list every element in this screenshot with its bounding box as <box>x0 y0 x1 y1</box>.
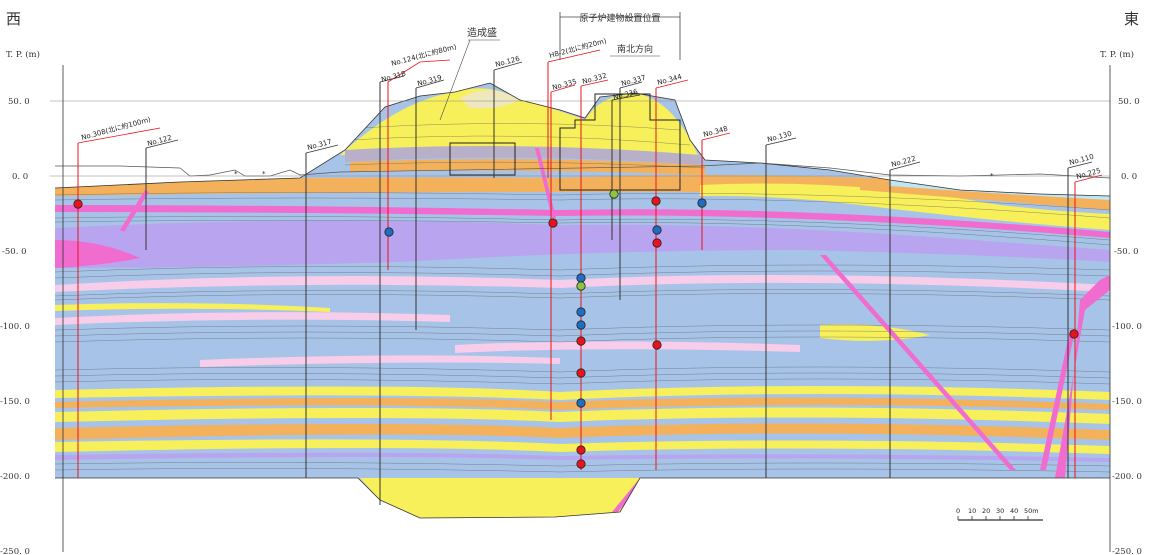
scale-tick-50: 50m <box>1024 507 1039 515</box>
right-tick-50: 50. 0 <box>1118 97 1140 107</box>
bottom-outline <box>55 477 1110 519</box>
borehole-label: No.319 <box>416 74 442 88</box>
elevation-gridlines <box>50 100 1110 177</box>
right-tick-neg50: -50. 0 <box>1114 247 1139 257</box>
ns-direction-label: 南北方向 <box>617 43 653 55</box>
hill-beige-cap <box>460 90 520 109</box>
thin-strata-lines <box>55 123 1110 473</box>
scale-tick-40: 40 <box>1010 507 1018 515</box>
borehole-label: No.122 <box>146 134 172 148</box>
red-marker[interactable] <box>576 368 586 378</box>
green-marker[interactable] <box>609 189 619 199</box>
scale-tick-10: 10 <box>968 507 976 515</box>
fill-label: 造成盛 <box>467 26 497 39</box>
yellow-lens-east <box>820 324 930 341</box>
red-marker[interactable] <box>548 218 558 228</box>
red-marker[interactable] <box>576 445 586 455</box>
left-tick-0: 0. 0 <box>12 172 28 182</box>
pink-band-upper <box>55 205 1110 238</box>
svg-text:*: * <box>262 170 266 178</box>
bottom-yellow <box>360 478 640 518</box>
borehole-label: No.318 <box>380 70 406 84</box>
right-tick-neg250: -250. 0 <box>1112 547 1142 555</box>
scale-tick-0: 0 <box>956 507 960 515</box>
section-outline <box>54 82 1111 197</box>
right-tick-labels: 50. 0 0. 0 -50. 0 -100. 0 -150. 0 -200. … <box>1112 97 1142 555</box>
blue-marker[interactable] <box>576 273 586 283</box>
fault-west-diag <box>120 190 149 232</box>
red-marker[interactable] <box>651 196 661 206</box>
red-marker[interactable] <box>652 340 662 350</box>
right-tick-0: 0. 0 <box>1121 172 1137 182</box>
blue-marker[interactable] <box>576 398 586 408</box>
hill-gray-layer <box>345 146 700 165</box>
fault-dike-east-2 <box>1040 330 1075 470</box>
yellow-lens-mid <box>55 303 330 312</box>
left-tick-neg50: -50. 0 <box>2 247 27 257</box>
borehole-label: No.126 <box>494 55 521 69</box>
surface-marks: * * * <box>234 170 994 180</box>
reactor-building-outline <box>449 93 681 191</box>
reactor-position-bracket <box>559 12 681 60</box>
left-axis-unit: T. P. (m) <box>6 49 40 60</box>
ground-surface-line <box>55 162 1111 179</box>
west-label: 西 <box>6 10 21 28</box>
sample-markers <box>73 189 1079 469</box>
borehole-label: No.332 <box>581 72 607 86</box>
lower-orange-2 <box>55 423 1110 440</box>
hill-yellow-fill <box>340 88 700 160</box>
right-tick-neg150: -150. 0 <box>1112 397 1142 407</box>
light-pink-lens-2 <box>55 312 450 325</box>
lavender-band <box>55 220 1110 268</box>
light-pink-lens-3 <box>455 341 800 353</box>
borehole-label: H8-2(北に約20m) <box>548 36 607 60</box>
reactor-position-label: 原子炉建物設置位置 <box>579 12 660 24</box>
green-marker[interactable] <box>576 281 586 291</box>
red-marker[interactable] <box>576 459 586 469</box>
borehole-leaders <box>77 49 1103 183</box>
left-tick-neg150: -150. 0 <box>0 397 30 407</box>
lower-lavender <box>55 452 1110 462</box>
left-tick-labels: 50. 0 0. 0 -50. 0 -100. 0 -150. 0 -200. … <box>0 97 30 555</box>
lower-yellow-2 <box>55 407 1110 424</box>
fault-line-diagonal <box>820 255 1016 470</box>
blue-marker[interactable] <box>576 320 586 330</box>
borehole-label: No.335 <box>551 78 577 92</box>
blue-marker[interactable] <box>697 198 707 208</box>
borehole-label: No.124(北に約80m) <box>390 42 457 68</box>
red-marker[interactable] <box>576 336 586 346</box>
left-tick-neg250: -250. 0 <box>0 547 30 555</box>
red-marker[interactable] <box>652 238 662 248</box>
scale-tick-30: 30 <box>996 507 1004 515</box>
right-tick-neg100: -100. 0 <box>1112 322 1142 332</box>
red-marker[interactable] <box>1069 329 1079 339</box>
pink-west-wedge <box>55 240 140 268</box>
east-yellow-lens <box>700 183 1110 230</box>
blue-marker[interactable] <box>652 225 662 235</box>
left-tick-50: 50. 0 <box>8 97 30 107</box>
right-axis-unit: T. P. (m) <box>1100 49 1134 60</box>
right-tick-neg200: -200. 0 <box>1112 472 1142 482</box>
left-tick-neg200: -200. 0 <box>0 472 30 482</box>
left-tick-neg100: -100. 0 <box>0 322 30 332</box>
scale-tick-20: 20 <box>982 507 990 515</box>
east-label: 東 <box>1124 10 1139 28</box>
blue-marker[interactable] <box>576 307 586 317</box>
borehole-label: No.222 <box>890 155 916 169</box>
fault-dike-east <box>1055 275 1110 478</box>
red-marker[interactable] <box>73 199 83 209</box>
svg-text:*: * <box>234 170 238 178</box>
hill-orange-layer <box>350 159 705 175</box>
fill-label-leader <box>439 39 471 121</box>
svg-text:*: * <box>990 172 994 180</box>
blue-marker[interactable] <box>384 227 394 237</box>
scale-bar: 0 10 20 30 40 50m <box>956 507 1043 521</box>
borehole-label: No.337 <box>620 74 646 88</box>
borehole-label: No.308(北に約100m) <box>80 115 152 142</box>
lower-yellow-1 <box>55 386 1110 400</box>
